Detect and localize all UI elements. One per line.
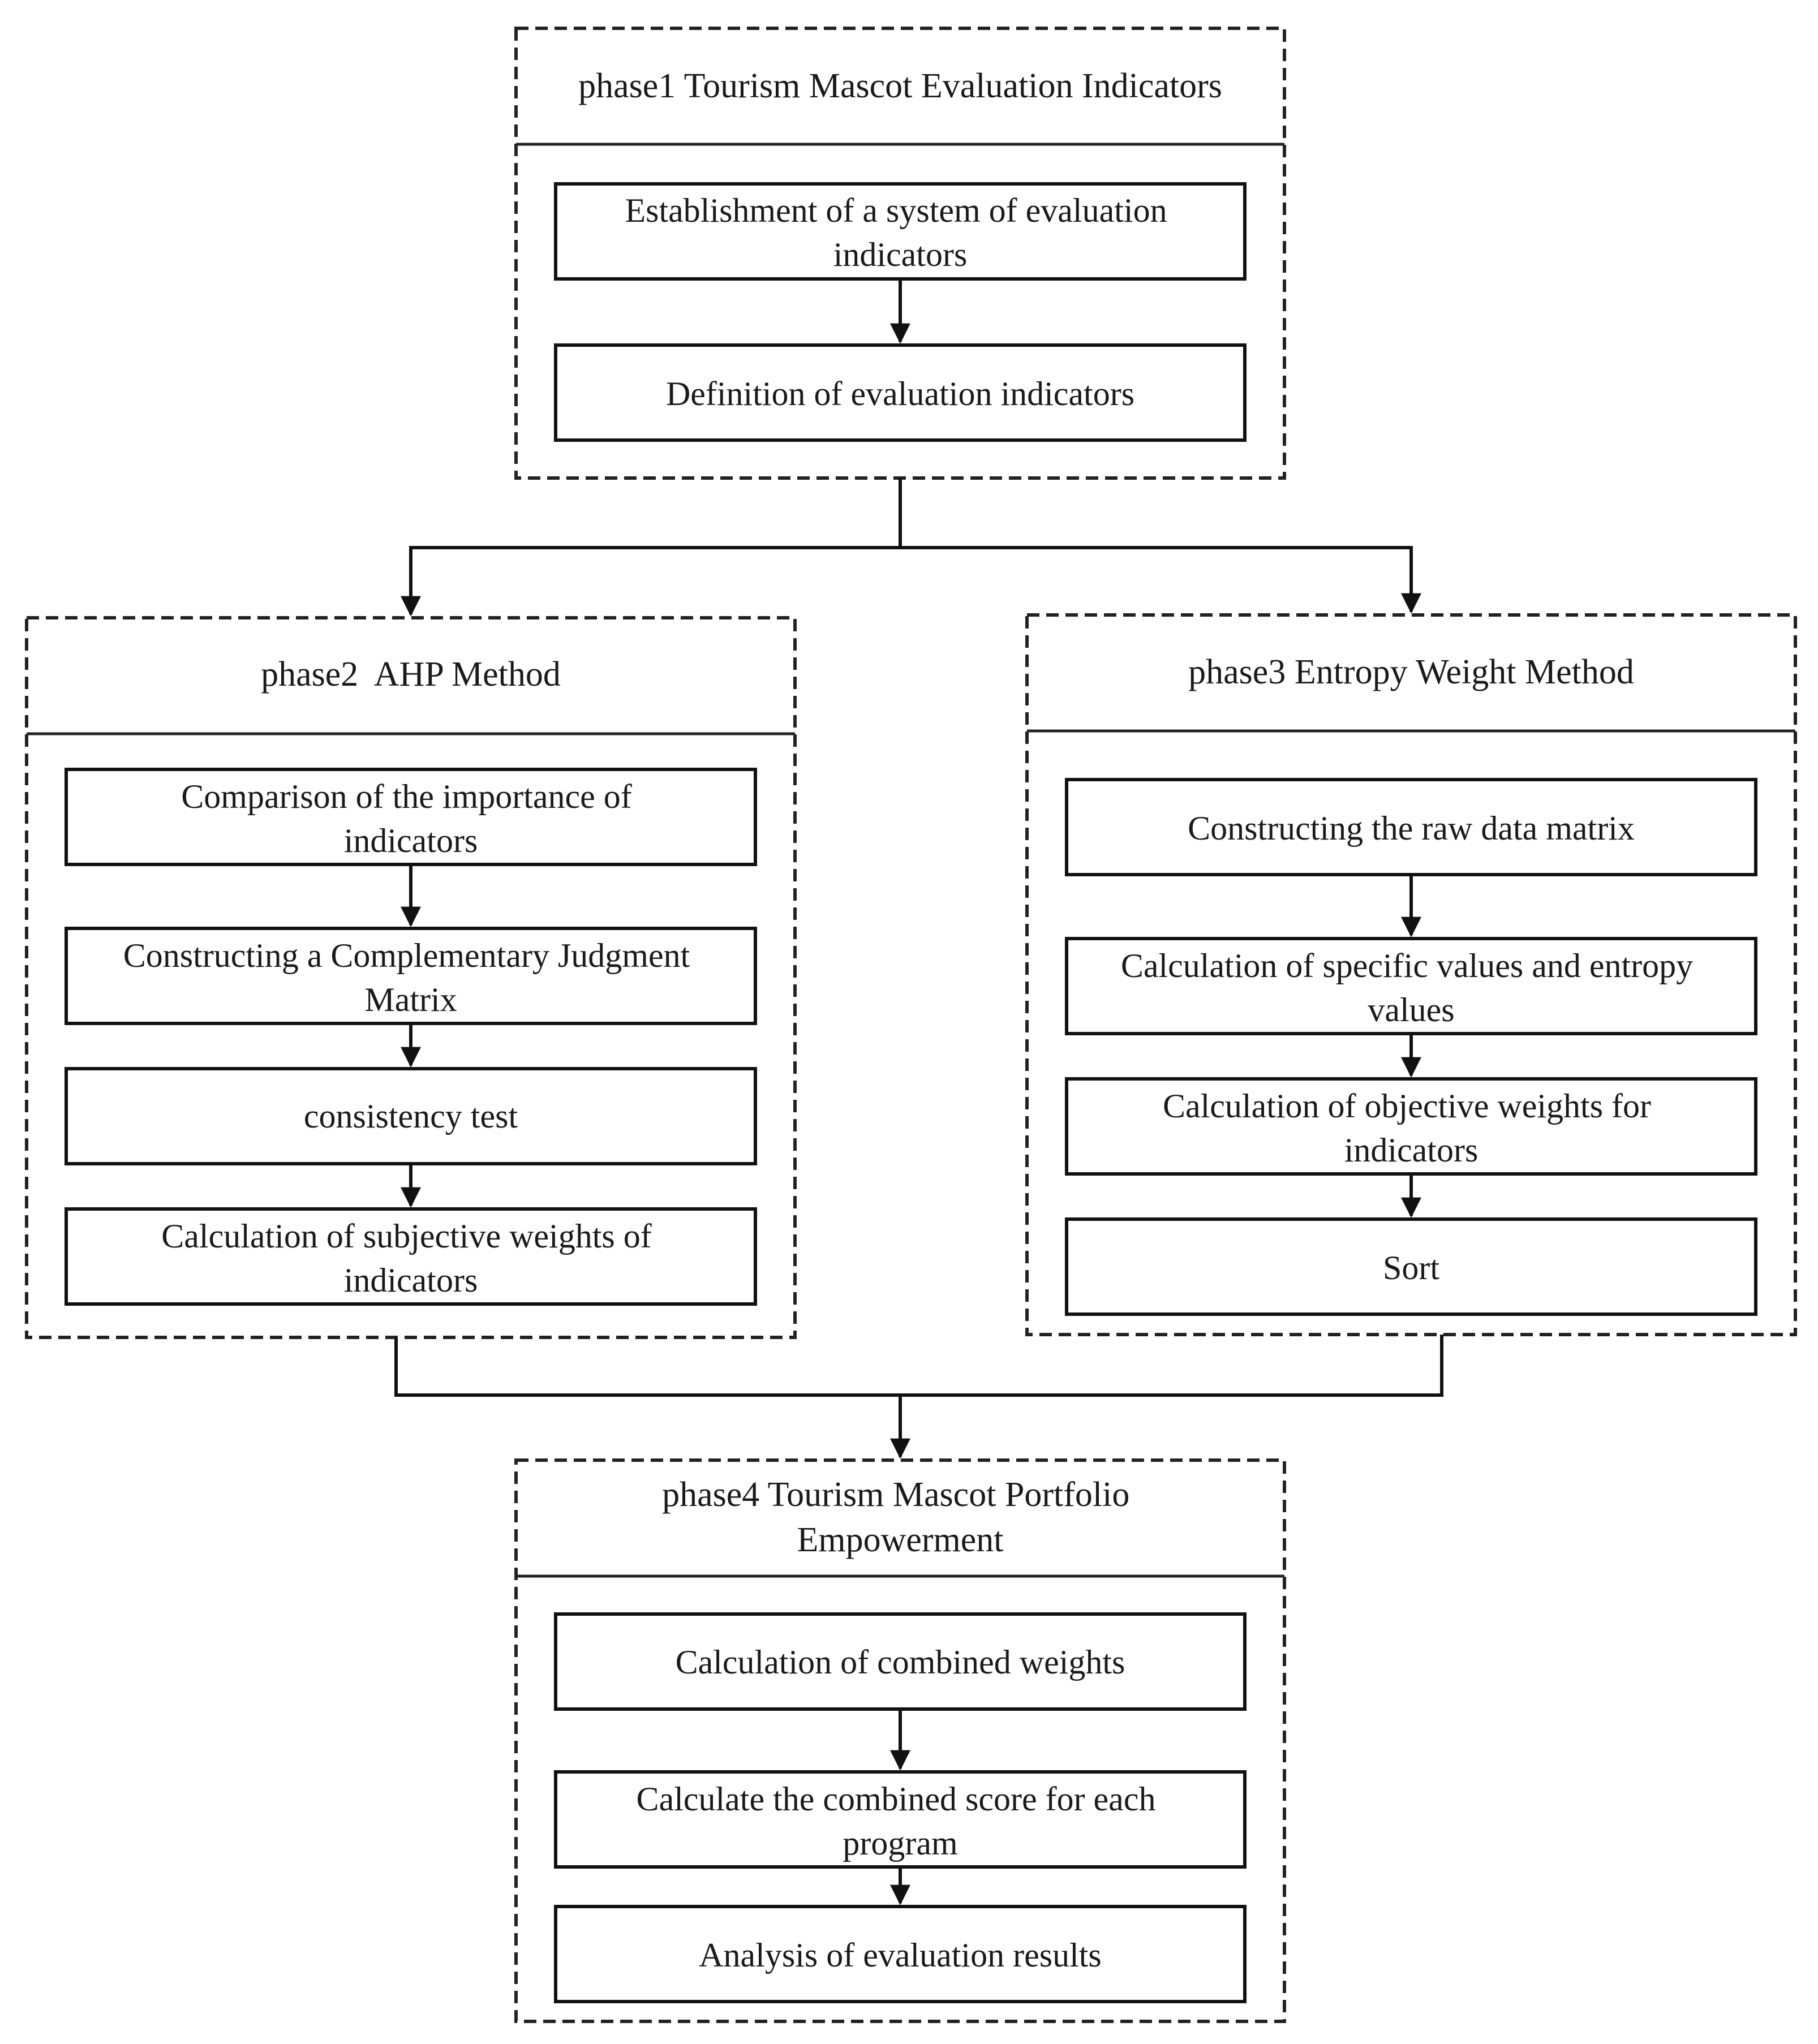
phase3-step-3-box	[1065, 1077, 1757, 1176]
phase4-step-2-line-2: program	[843, 1824, 957, 1862]
phase4-step-3-label: Analysis of evaluation results	[699, 1937, 1102, 1974]
phase1-step-1-box	[554, 182, 1247, 281]
phase3-step-3-label: Calculation of objective weights for ind…	[1163, 1087, 1660, 1169]
phase4-container: phase4 Tourism Mascot Portfolio Empowerm…	[514, 1458, 1286, 2023]
phase3-step-1-label: Constructing the raw data matrix	[1188, 810, 1635, 847]
connector-phase1-to-phase2	[401, 546, 900, 617]
phase2-step-4-line-2: indicators	[344, 1262, 478, 1299]
phase1-step-2-box	[554, 343, 1247, 442]
phase2-dashed-frame	[25, 616, 797, 1339]
phase2-title: phase2 AHP Method	[261, 655, 561, 694]
phase1-title: phase1 Tourism Mascot Evaluation Indicat…	[578, 67, 1222, 105]
phase2-step-4-box	[65, 1207, 757, 1306]
phase2-step-3-label: consistency test	[304, 1098, 518, 1135]
phase3-step-2-line-1: Calculation of specific values and entro…	[1121, 947, 1693, 984]
phase2-step-4-label: Calculation of subjective weights of ind…	[161, 1217, 660, 1299]
connector-phase3-to-merge	[900, 1335, 1443, 1397]
phase4-step-2-box	[554, 1770, 1247, 1869]
phase3-step-2-line-2: values	[1368, 991, 1454, 1029]
phase4-title: phase4 Tourism Mascot Portfolio Empowerm…	[662, 1475, 1138, 1559]
phase3-step-1-box	[1065, 778, 1757, 876]
phase2-step-2-line-2: Matrix	[364, 981, 457, 1018]
phase-connectors	[394, 478, 1443, 1459]
phase1-step-1-label: Establishment of a system of evaluation …	[625, 192, 1175, 273]
phase2-step-2-line-1: Constructing a Complementary Judgment	[123, 937, 690, 974]
phase3-dashed-frame	[1025, 613, 1797, 1336]
phase4-title-line-1: phase4 Tourism Mascot Portfolio	[662, 1475, 1129, 1514]
phase3-step-4-label: Sort	[1383, 1249, 1439, 1286]
phase1-step-2-label: Definition of evaluation indicators	[666, 375, 1134, 412]
phase2-step-4-line-1: Calculation of subjective weights of	[161, 1217, 651, 1255]
phase3-container: phase3 Entropy Weight Method Constructin…	[1025, 613, 1797, 1336]
connector-phase2-to-merge	[394, 1337, 900, 1397]
phase2-step-1-line-1: Comparison of the importance of	[181, 778, 631, 815]
phase4-step-1-box	[554, 1612, 1247, 1711]
phase4-step-1-label: Calculation of combined weights	[676, 1643, 1125, 1681]
phase4-step-2-label: Calculate the combined score for each pr…	[637, 1780, 1164, 1862]
phase2-step-3-box	[65, 1067, 757, 1165]
phase2-step-1-box	[65, 768, 757, 866]
phase3-step-2-label: Calculation of specific values and entro…	[1121, 947, 1701, 1029]
phase2-step-1-label: Comparison of the importance of indicato…	[181, 778, 640, 859]
connector-phase1-to-phase3	[900, 546, 1421, 614]
phase2-container: phase2 AHP Method Comparison of the impo…	[25, 616, 797, 1339]
phase1-step-1-line-1: Establishment of a system of evaluation	[625, 192, 1167, 229]
phase3-title: phase3 Entropy Weight Method	[1188, 653, 1634, 691]
phase1-container: phase1 Tourism Mascot Evaluation Indicat…	[514, 27, 1286, 480]
phase3-step-3-line-2: indicators	[1344, 1131, 1479, 1169]
phase1-step-1-line-2: indicators	[833, 236, 968, 273]
phase2-step-2-label: Constructing a Complementary Judgment Ma…	[123, 937, 699, 1018]
phase2-step-2-box	[65, 927, 757, 1025]
phase4-step-3-box	[554, 1905, 1247, 2003]
phase3-step-4-box	[1065, 1217, 1757, 1316]
phase4-dashed-frame	[514, 1458, 1286, 2023]
phase3-step-3-line-1: Calculation of objective weights for	[1163, 1087, 1651, 1125]
phase4-step-2-line-1: Calculate the combined score for each	[637, 1780, 1156, 1818]
phase2-step-1-line-2: indicators	[344, 822, 478, 859]
phase4-title-line-2: Empowerment	[797, 1521, 1003, 1559]
